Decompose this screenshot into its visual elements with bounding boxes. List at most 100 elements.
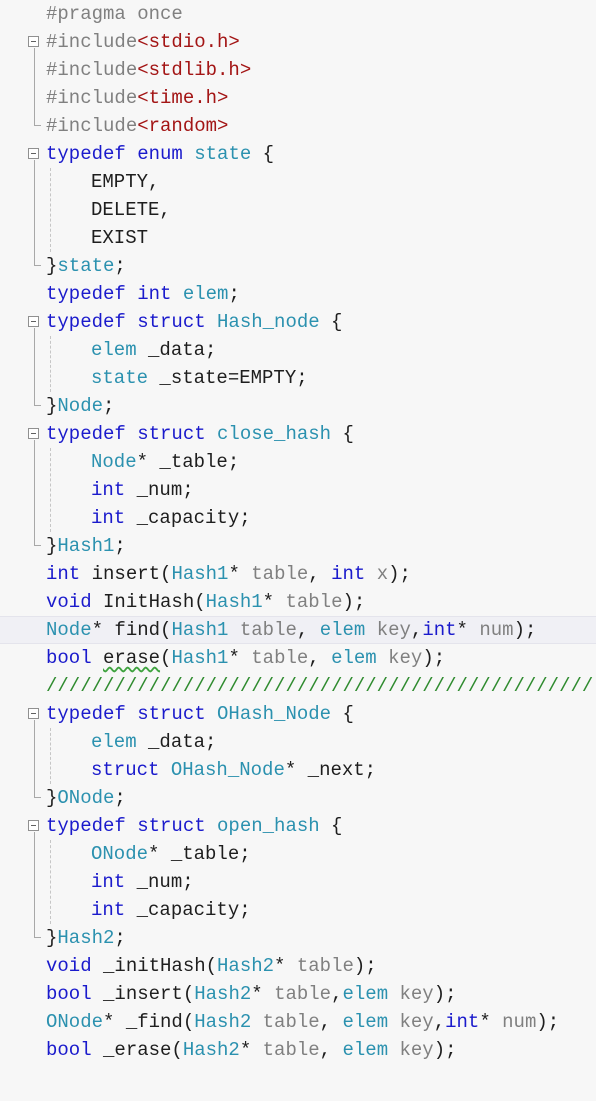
code-text: }ONode; — [46, 784, 126, 812]
code-line[interactable]: Node* _table; — [0, 448, 596, 476]
code-text: bool _insert(Hash2* table,elem key); — [46, 980, 457, 1008]
code-token: _insert( — [91, 983, 195, 1005]
code-token: , — [296, 619, 320, 641]
code-token: DELETE, — [91, 199, 171, 221]
code-token: { — [331, 423, 354, 445]
code-line[interactable]: }Hash1; — [0, 532, 596, 560]
code-token: key — [399, 1039, 434, 1061]
code-token: ; — [228, 283, 240, 305]
code-line[interactable]: bool _insert(Hash2* table,elem key); — [0, 980, 596, 1008]
code-token: ); — [342, 591, 366, 613]
code-token: #include — [46, 115, 138, 137]
code-line[interactable]: EXIST — [0, 224, 596, 252]
code-line[interactable]: elem _data; — [0, 728, 596, 756]
code-token: elem — [91, 339, 137, 361]
code-line[interactable]: typedef struct close_hash { — [0, 420, 596, 448]
code-token: Hash2 — [194, 983, 252, 1005]
code-text: typedef struct open_hash { — [46, 812, 342, 840]
code-line[interactable]: #include<time.h> — [0, 84, 596, 112]
code-line[interactable]: void InitHash(Hash1* table); — [0, 588, 596, 616]
code-line[interactable]: #include<random> — [0, 112, 596, 140]
code-line[interactable]: int _capacity; — [0, 896, 596, 924]
code-line[interactable]: Node* find(Hash1 table, elem key,int* nu… — [0, 616, 596, 644]
code-text: struct OHash_Node* _next; — [91, 756, 376, 784]
code-token: } — [46, 927, 58, 949]
code-line[interactable]: typedef struct open_hash { — [0, 812, 596, 840]
code-line[interactable]: #include<stdlib.h> — [0, 56, 596, 84]
code-token: ( — [160, 647, 172, 669]
code-line[interactable]: struct OHash_Node* _next; — [0, 756, 596, 784]
code-line[interactable]: DELETE, — [0, 196, 596, 224]
code-line[interactable]: bool _erase(Hash2* table, elem key); — [0, 1036, 596, 1064]
code-token — [388, 1039, 399, 1061]
code-token: int — [91, 871, 126, 893]
code-line[interactable]: }Node; — [0, 392, 596, 420]
code-line[interactable]: bool erase(Hash1* table, elem key); — [0, 644, 596, 672]
code-line[interactable]: ////////////////////////////////////////… — [0, 672, 596, 700]
code-line[interactable]: ONode* _find(Hash2 table, elem key,int* … — [0, 1008, 596, 1036]
code-line[interactable]: #pragma once — [0, 0, 596, 28]
code-text: Node* find(Hash1 table, elem key,int* nu… — [46, 617, 536, 643]
code-token: table — [251, 563, 309, 585]
code-line[interactable]: state _state=EMPTY; — [0, 364, 596, 392]
code-token: elem — [342, 983, 389, 1005]
code-line[interactable]: int _num; — [0, 868, 596, 896]
collapse-toggle-icon[interactable] — [28, 820, 39, 831]
code-token: } — [46, 787, 58, 809]
code-token: state — [194, 143, 252, 165]
indent-guide — [50, 728, 51, 784]
code-token: ; — [114, 927, 126, 949]
code-token: ); — [536, 1011, 560, 1033]
code-line[interactable]: ONode* _table; — [0, 840, 596, 868]
error-squiggle-token: erase — [103, 647, 161, 669]
code-token: void — [46, 955, 92, 977]
code-token: OHash_Node — [217, 703, 332, 725]
code-line[interactable]: typedef enum state { — [0, 140, 596, 168]
code-line[interactable]: elem _data; — [0, 336, 596, 364]
code-token: * — [479, 1011, 503, 1033]
code-token: { — [319, 815, 343, 837]
code-token: , — [433, 1011, 446, 1033]
collapse-toggle-icon[interactable] — [28, 148, 39, 159]
code-line[interactable]: void _initHash(Hash2* table); — [0, 952, 596, 980]
code-line[interactable]: typedef int elem; — [0, 280, 596, 308]
fold-bracket-end — [34, 405, 41, 406]
code-text: void InitHash(Hash1* table); — [46, 588, 365, 616]
code-text: }Node; — [46, 392, 114, 420]
code-token: typedef struct — [46, 423, 218, 445]
code-line[interactable]: typedef struct OHash_Node { — [0, 700, 596, 728]
code-token: Hash1 — [171, 647, 229, 669]
code-token: elem — [331, 647, 377, 669]
code-token: * — [228, 563, 252, 585]
code-line[interactable]: EMPTY, — [0, 168, 596, 196]
code-line[interactable]: }Hash2; — [0, 924, 596, 952]
code-token — [228, 619, 239, 641]
code-token: ); — [513, 619, 537, 641]
code-token: ////////////////////////////////////////… — [46, 675, 594, 697]
code-line[interactable]: #include<stdio.h> — [0, 28, 596, 56]
code-token: ; — [114, 535, 126, 557]
indent-guide — [50, 840, 51, 924]
collapse-toggle-icon[interactable] — [28, 708, 39, 719]
code-token: key — [388, 647, 423, 669]
code-line[interactable]: int _num; — [0, 476, 596, 504]
code-text: elem _data; — [91, 336, 216, 364]
code-line[interactable]: typedef struct Hash_node { — [0, 308, 596, 336]
code-token: int — [422, 619, 457, 641]
code-line[interactable]: int insert(Hash1* table, int x); — [0, 560, 596, 588]
code-token: InitHash( — [91, 591, 206, 613]
indent-guide — [50, 168, 51, 252]
collapse-toggle-icon[interactable] — [28, 36, 39, 47]
code-line[interactable]: }ONode; — [0, 784, 596, 812]
code-token: key — [399, 983, 434, 1005]
code-token: #pragma once — [46, 3, 183, 25]
collapse-toggle-icon[interactable] — [28, 316, 39, 327]
code-line[interactable]: }state; — [0, 252, 596, 280]
code-token: _data; — [136, 731, 217, 753]
code-token: Hash1 — [171, 619, 229, 641]
collapse-toggle-icon[interactable] — [28, 428, 39, 439]
code-line[interactable]: int _capacity; — [0, 504, 596, 532]
code-token: table — [296, 955, 354, 977]
code-token: , — [331, 983, 343, 1005]
